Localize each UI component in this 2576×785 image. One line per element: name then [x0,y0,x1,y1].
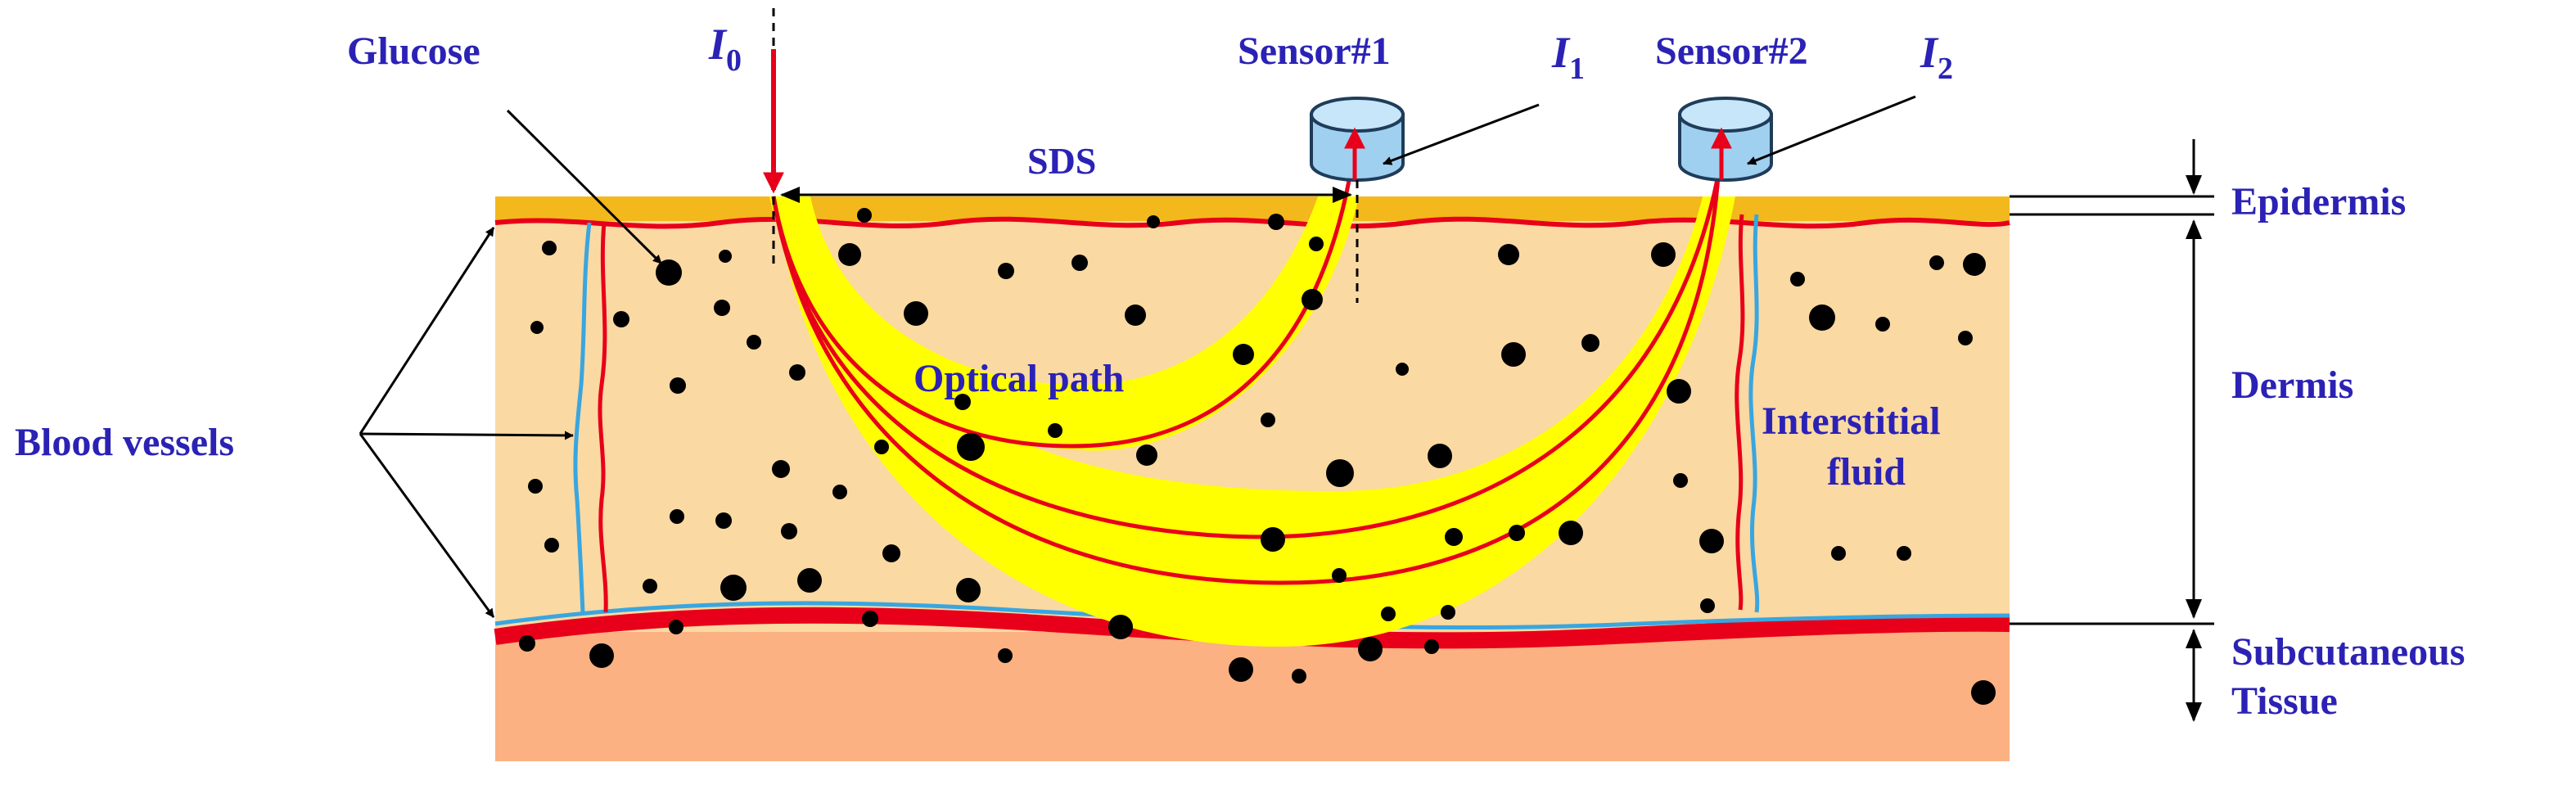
optical-path-line-2 [771,143,1731,539]
dermis-label: Dermis [2231,363,2353,407]
optical-path-label: Optical path [914,357,1124,400]
epidermis-layer [495,196,2010,221]
interstitial-fluid-label-line2: fluid [1827,450,1906,494]
glucose-particles [519,208,1996,705]
glucose-pointer [506,109,663,265]
interstitial-fluid-label-line1: Interstitial [1762,399,1941,443]
optical-path-band-2 [774,196,1735,647]
optical-path-line-3 [771,163,1721,585]
left-vessel-red [598,222,608,613]
i2-label: I2 [1920,28,1953,86]
blood-vessel-pointers [359,227,574,618]
i1-pointer [1383,103,1540,165]
right-vessel-blue [1748,214,1760,613]
incident-intensity-label: I0 [708,20,742,78]
sensor-2 [1678,97,1773,182]
sensor-1 [1310,97,1405,182]
right-vessel-red [1735,214,1745,611]
left-vessel-blue [573,222,592,613]
sensor-1-label: Sensor#1 [1238,29,1391,73]
sensor-2-label: Sensor#2 [1655,29,1808,73]
subcutaneous-label-line1: Subcutaneous [2231,630,2465,674]
subcutaneous-label-line2: Tissue [2231,679,2338,723]
i1-label: I1 [1551,28,1585,86]
i2-pointer [1747,95,1916,165]
blood-vessels-label: Blood vessels [15,421,234,464]
glucose-label: Glucose [347,29,480,73]
layer-scale [2010,139,2214,722]
sds-label: SDS [1027,140,1096,182]
epidermis-label: Epidermis [2231,180,2406,223]
